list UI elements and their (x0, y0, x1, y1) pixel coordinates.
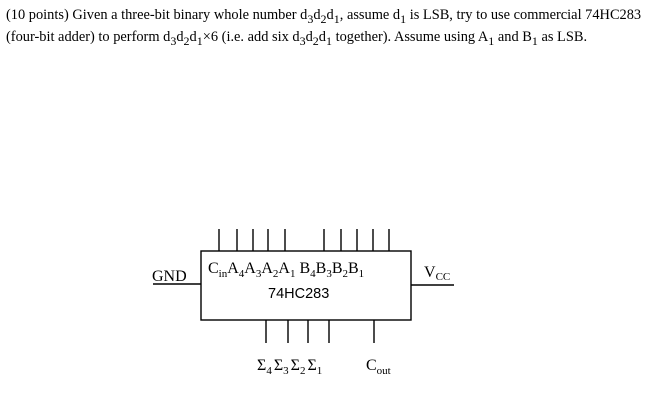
a2-label: A (261, 260, 273, 277)
output-pins (265, 320, 375, 343)
cout-label: Cout (366, 357, 391, 377)
gnd-label: GND (152, 268, 187, 285)
sum2-label: Σ (291, 357, 300, 374)
sum1-label: Σ (307, 357, 316, 374)
chip-name: 74HC283 (268, 286, 329, 302)
b2-label: B (332, 260, 343, 277)
question-body: Given a three-bit binary whole number d (68, 7, 308, 23)
b4-label: B (299, 260, 310, 277)
input-pins (218, 229, 390, 251)
vcc-label: VCC (424, 264, 450, 283)
a3-label: A (244, 260, 256, 277)
b3-label: B (316, 260, 327, 277)
sum3-label: Σ (274, 357, 283, 374)
a1-label: A (278, 260, 290, 277)
question-text: (10 points) Given a three-bit binary who… (6, 7, 642, 48)
cin-label: C (208, 260, 219, 277)
a4-label: A (227, 260, 239, 277)
sum4-label: Σ (257, 357, 266, 374)
b1-label: B (348, 260, 359, 277)
question-points: (10 points) (6, 7, 69, 23)
